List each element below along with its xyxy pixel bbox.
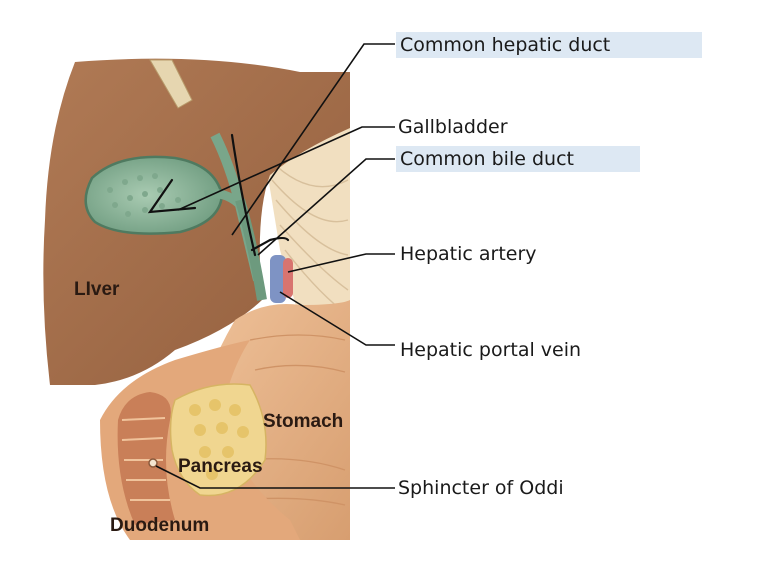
leader-gallbladder <box>177 126 395 211</box>
leader-common-hepatic-duct <box>231 43 395 236</box>
leader-hepatic-artery <box>287 253 395 273</box>
pancreas-lobules <box>189 399 249 480</box>
label-liver: LIver <box>74 279 120 300</box>
bile-duct-tube <box>235 198 267 301</box>
leader-sphincter-of-oddi <box>155 465 395 489</box>
label-common-hepatic-duct: Common hepatic duct <box>396 32 702 58</box>
label-gallbladder: Gallbladder <box>398 116 508 138</box>
label-sphincter-of-oddi: Sphincter of Oddi <box>398 477 564 499</box>
label-pancreas: Pancreas <box>178 456 263 477</box>
label-hepatic-portal-vein: Hepatic portal vein <box>400 339 582 361</box>
sphincter-marker <box>148 458 158 468</box>
falciform-ligament <box>149 59 193 109</box>
ligament-tissue <box>262 110 350 330</box>
label-common-bile-duct: Common bile duct <box>396 146 640 172</box>
duodenum-folds <box>121 417 170 501</box>
label-hepatic-artery: Hepatic artery <box>400 243 537 265</box>
gallbladder-texture <box>107 173 181 217</box>
leader-lines <box>155 43 395 489</box>
label-duodenum: Duodenum <box>110 515 210 536</box>
leader-common-bile-duct <box>257 158 395 256</box>
label-stomach: Stomach <box>263 411 344 432</box>
duodenum-lumen <box>117 392 175 525</box>
leader-hepatic-portal-vein <box>279 291 395 346</box>
hepatic-artery-shape <box>283 258 293 298</box>
portal-vein-shape <box>270 255 286 303</box>
gallbladder-shape <box>84 155 224 235</box>
